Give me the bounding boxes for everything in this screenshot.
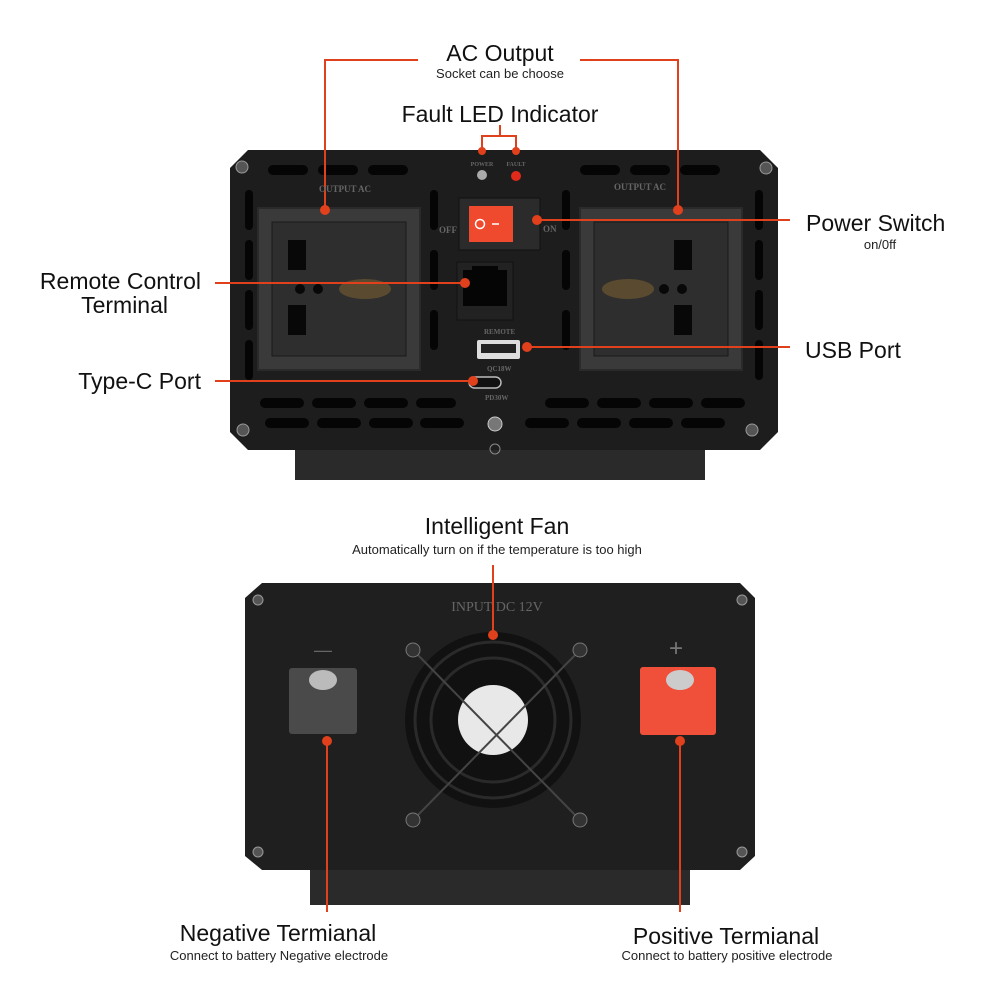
output-ac-label-right: OUTPUT AC xyxy=(614,182,666,192)
screw-icon xyxy=(235,160,773,437)
type-c-port-label: Type-C Port xyxy=(78,368,201,394)
front-panel xyxy=(230,150,778,480)
fan xyxy=(405,632,588,828)
switch-off-label: OFF xyxy=(439,225,457,235)
fault-led-label: Fault LED Indicator xyxy=(401,101,599,127)
screw-icon xyxy=(252,594,748,858)
power-switch-label: Power Switch xyxy=(806,210,946,236)
ac-output-subtitle: Socket can be choose xyxy=(436,66,564,81)
input-label: INPUT DC 12V xyxy=(451,600,543,615)
callout-lines xyxy=(215,59,790,912)
positive-terminal-label: Positive Termianal xyxy=(632,923,820,949)
negative-symbol: — xyxy=(314,640,332,660)
negative-terminal-label: Negative Termianal xyxy=(179,920,377,946)
negative-terminal xyxy=(289,668,357,734)
power-led-label: POWER xyxy=(471,162,494,168)
ac-socket-left xyxy=(257,207,421,371)
usb-port-label: USB Port xyxy=(805,337,901,363)
rear-panel-texts: INPUT DC 12V — + xyxy=(314,600,683,662)
front-panel-texts: OUTPUT AC OUTPUT AC POWER FAULT OFF ON R… xyxy=(319,162,666,402)
positive-terminal-subtitle: Connect to battery positive electrode xyxy=(621,948,833,963)
ac-socket-right xyxy=(579,207,743,371)
usb-rating: QC18W xyxy=(487,365,512,373)
rear-panel xyxy=(245,583,755,905)
positive-symbol: + xyxy=(669,635,683,662)
power-switch-subtitle: on/0ff xyxy=(863,237,897,252)
callout-dots xyxy=(320,147,685,746)
remote-label: REMOTE xyxy=(484,328,515,336)
ac-output-label: AC Output xyxy=(446,40,554,66)
intelligent-fan-subtitle: Automatically turn on if the temperature… xyxy=(352,542,642,557)
positive-terminal xyxy=(640,667,716,735)
remote-control-label-line2: Terminal xyxy=(81,292,168,318)
typec-rating: PD30W xyxy=(485,394,508,402)
power-led xyxy=(477,170,487,180)
intelligent-fan-label: Intelligent Fan xyxy=(424,513,570,539)
fault-led-text: FAULT xyxy=(506,162,525,168)
negative-terminal-subtitle: Connect to battery Negative electrode xyxy=(169,948,389,963)
remote-control-label-line1: Remote Control xyxy=(39,268,201,294)
fault-led xyxy=(511,171,521,181)
output-ac-label-left: OUTPUT AC xyxy=(319,184,371,194)
switch-on-label: ON xyxy=(543,224,557,234)
